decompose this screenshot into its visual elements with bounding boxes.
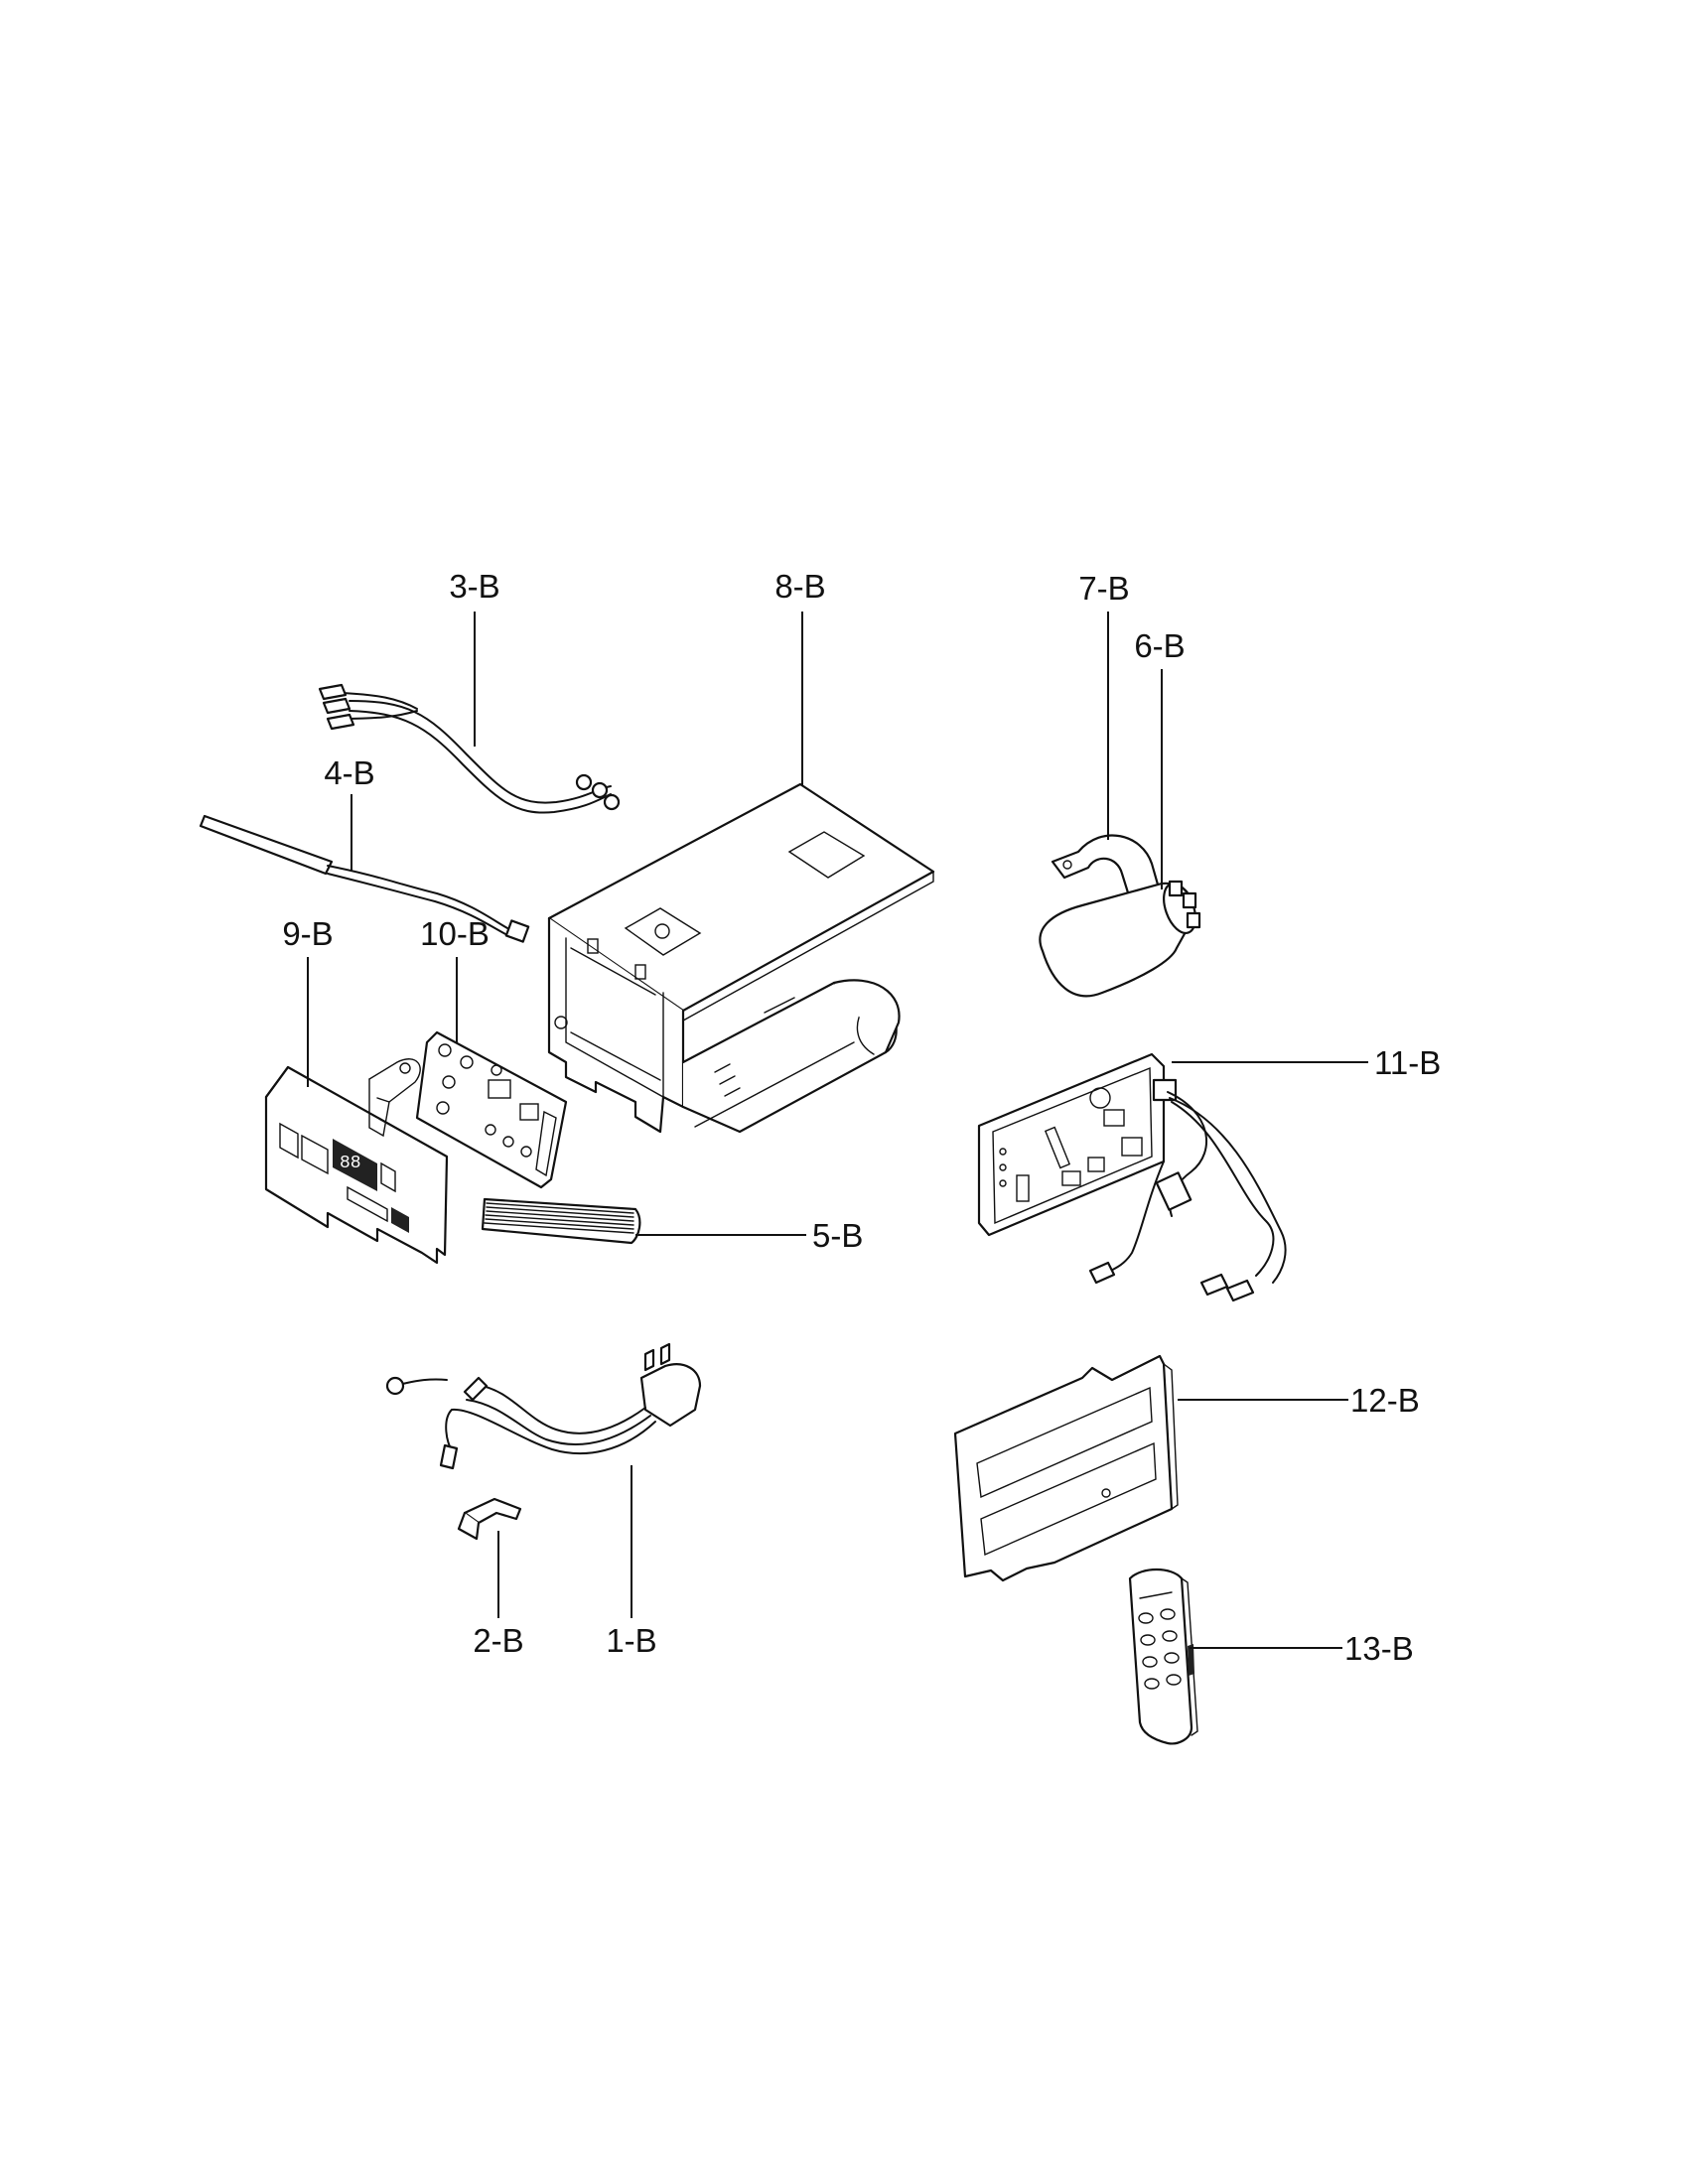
callout-6b: 6-B — [1134, 627, 1185, 664]
svg-text:88: 88 — [340, 1154, 361, 1173]
callout-1b: 1-B — [606, 1622, 656, 1659]
callout-2b: 2-B — [473, 1622, 523, 1659]
part-1b-power-plug-harness[interactable] — [385, 1342, 702, 1470]
part-9b-front-control-panel[interactable]: 88 — [264, 1058, 449, 1265]
callout-9b: 9-B — [282, 915, 333, 952]
callout-13b: 13-B — [1344, 1630, 1414, 1667]
part-8b-control-box[interactable] — [547, 782, 935, 1134]
callout-4b: 4-B — [324, 754, 374, 791]
part-4b-sensor-lead[interactable] — [199, 814, 530, 943]
callout-8b: 8-B — [774, 568, 825, 605]
callout-10b: 10-B — [420, 915, 490, 952]
part-2b-cord-clip[interactable] — [457, 1497, 522, 1541]
callout-5b: 5-B — [812, 1217, 863, 1254]
part-12b-cover-plate[interactable] — [953, 1354, 1179, 1582]
leader-lines — [307, 612, 1368, 1649]
callout-3b: 3-B — [449, 568, 499, 605]
part-6b-capacitor[interactable] — [1039, 880, 1201, 998]
callout-7b: 7-B — [1078, 570, 1129, 607]
part-10b-display-pcb[interactable] — [415, 1030, 568, 1189]
part-13b-remote-control[interactable] — [1128, 1568, 1198, 1745]
callout-12b: 12-B — [1350, 1382, 1420, 1419]
part-5b-ribbon-cable[interactable] — [481, 1197, 641, 1245]
part-3b-wire-harness[interactable] — [318, 683, 621, 814]
callout-11b: 11-B — [1374, 1044, 1441, 1081]
callout-labels: 3-B 8-B 7-B 6-B 4-B 9-B 10-B 11-B 5-B 12… — [282, 568, 1441, 1667]
part-11b-main-pcb[interactable] — [977, 1052, 1287, 1302]
